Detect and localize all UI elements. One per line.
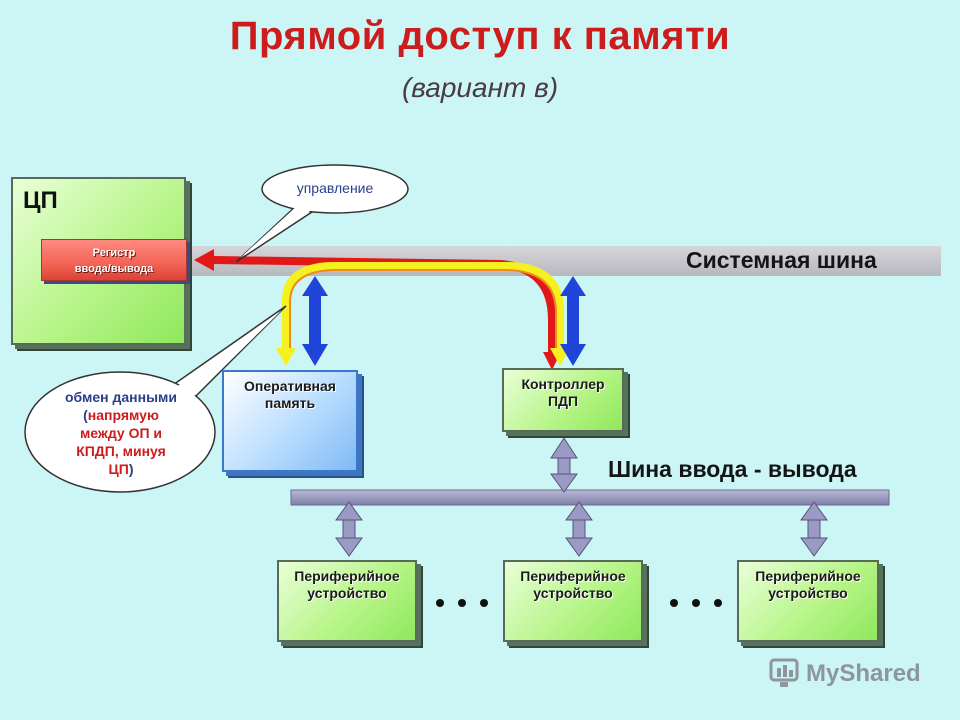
ram-line1: Оперативная <box>244 378 336 394</box>
control-callout-text: управление <box>296 180 374 196</box>
dma-line1: Контроллер <box>521 376 605 392</box>
myshared-logo-icon <box>769 658 799 687</box>
exchange-line4: КПДП, минуя <box>76 443 166 459</box>
ram-line2: память <box>264 395 316 411</box>
callout-exchange-bubble <box>24 305 287 493</box>
ram-bus-arrow <box>302 276 328 366</box>
exchange-line3: между ОП и <box>79 425 163 441</box>
register-line1: Регистр <box>92 247 136 259</box>
exchange-line2: (напрямую <box>36 406 206 424</box>
watermark-text: MyShared <box>806 660 921 687</box>
dma-line2: ПДП <box>547 393 579 409</box>
cpu-label: ЦП <box>23 187 58 214</box>
ellipsis-dot <box>692 599 700 607</box>
exchange-line5: ЦП) <box>36 460 206 478</box>
exchange-line2-text: напрямую <box>87 407 159 423</box>
peripheral-arrow-1 <box>335 501 363 557</box>
io-bus <box>290 489 890 506</box>
ellipsis-dot <box>458 599 466 607</box>
io-register: Регистр ввода/вывода <box>41 239 187 281</box>
ellipsis-dot <box>714 599 722 607</box>
exchange-paren-open: ( <box>83 407 88 423</box>
peripheral-1-line2: устройство <box>307 585 387 601</box>
control-arrow-red-head <box>194 249 214 271</box>
exchange-arrow-yellow-head-left <box>276 348 296 366</box>
dma-controller-block: Контроллер ПДП <box>502 368 624 432</box>
exchange-arrow-yellow <box>282 262 564 352</box>
peripheral-3-line1: Периферийное <box>755 568 861 584</box>
callout-control-bubble <box>235 164 409 263</box>
ellipsis-dot <box>670 599 678 607</box>
register-line2: ввода/вывода <box>74 263 154 275</box>
peripheral-device-2: Периферийное устройство <box>503 560 643 642</box>
io-bus-label: Шина ввода - вывода <box>608 456 857 482</box>
exchange-line5-text: ЦП <box>108 461 129 477</box>
peripheral-device-3: Периферийное устройство <box>737 560 879 642</box>
peripheral-2-line2: устройство <box>533 585 613 601</box>
ellipsis-dot <box>436 599 444 607</box>
page-subtitle: (вариант в) <box>401 72 559 103</box>
dma-io-arrow <box>550 437 578 493</box>
peripheral-device-1: Периферийное устройство <box>277 560 417 642</box>
page-title: Прямой доступ к памяти <box>229 14 731 58</box>
peripheral-3-line2: устройство <box>768 585 848 601</box>
peripheral-1-line1: Периферийное <box>294 568 400 584</box>
peripheral-arrow-3 <box>800 501 828 557</box>
exchange-callout-text: обмен данными (напрямую между ОП и КПДП,… <box>36 388 206 478</box>
exchange-line1: обмен данными <box>64 389 177 405</box>
ram-block: Оперативная память <box>222 370 358 472</box>
exchange-arrow-yellow-head-right <box>550 348 570 366</box>
system-bus-label: Системная шина <box>686 247 877 273</box>
peripheral-2-line1: Периферийное <box>520 568 626 584</box>
ellipsis-dot <box>480 599 488 607</box>
peripheral-arrow-2 <box>565 501 593 557</box>
dma-bus-arrow <box>560 276 586 366</box>
exchange-paren-close: ) <box>128 461 134 477</box>
